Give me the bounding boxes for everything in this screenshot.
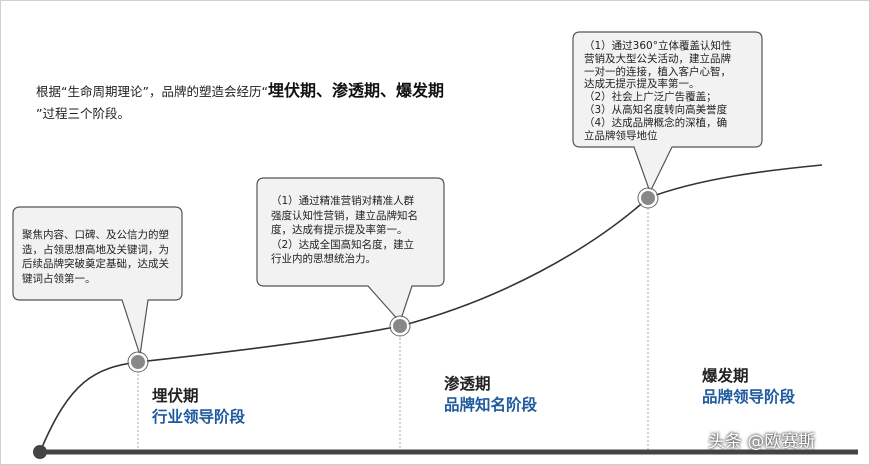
stage-node-2-ring — [389, 315, 411, 337]
intro-highlight: 埋伏期、渗透期、爆发期 — [267, 81, 444, 100]
stage-label-2: 渗透期 品牌知名阶段 — [444, 374, 537, 416]
intro-text-lead: 根据“生命周期理论”，品牌的塑造会经历“ — [36, 84, 268, 99]
callout-line: 键词占领第一。 — [22, 272, 96, 285]
callout-line: 聚焦内容、口碑、及公信力的塑 — [22, 229, 169, 241]
stage-label-1: 埋伏期 行业领导阶段 — [152, 386, 245, 428]
callout-line: 造，占领思想高地及关键词，为 — [22, 243, 169, 256]
stage-node-3-ring — [637, 187, 659, 209]
stage-name: 埋伏期 — [152, 387, 199, 405]
callout-line: 一对一的连接，植入客户心智， — [584, 65, 731, 78]
callout-line: 营销及大型公关活动，建立品牌 — [584, 52, 731, 65]
stage-label-3: 爆发期 品牌领导阶段 — [702, 366, 795, 408]
callout-line: （3）从高知名度转向高美誉度 — [584, 103, 728, 116]
callout-text-2: （1）通过精准营销对精准人群 强度认知性营销，建立品牌知名 度，达成有提示提及率… — [271, 194, 443, 267]
callout-line: （2）社会上广泛广告覆盖； — [584, 91, 717, 104]
callout-bubble-1 — [12, 206, 183, 356]
callout-line: 达成无提示提及率第一。 — [584, 78, 700, 91]
intro-text: 根据“生命周期理论”，品牌的塑造会经历“埋伏期、渗透期、爆发期 ”过程三个阶段。 — [36, 80, 506, 125]
stage-node-1-ring — [127, 351, 149, 373]
callout-line: （1）通过360°立体覆盖认知性 — [584, 40, 732, 52]
stage-node-3 — [639, 189, 657, 207]
callout-line: （1）通过精准营销对精准人群 — [271, 195, 415, 207]
stage-name: 爆发期 — [702, 367, 749, 385]
callout-line: 立品牌领导地位 — [584, 129, 658, 142]
stage-node-2 — [391, 317, 409, 335]
callout-bubble-3 — [572, 31, 763, 194]
stage-subtitle: 品牌领导阶段 — [702, 388, 796, 406]
watermark: 头条 @欧赛斯 — [708, 432, 816, 452]
origin-dot — [33, 445, 47, 459]
stage-node-1 — [129, 353, 147, 371]
callout-text-3: （1）通过360°立体覆盖认知性 营销及大型公关活动，建立品牌 一对一的连接，植… — [584, 40, 762, 142]
callout-line: 行业内的思想统治力。 — [271, 253, 376, 265]
callout-line: 强度认知性营销，建立品牌知名 — [271, 209, 418, 222]
callout-line: （2）达成全国高知名度，建立 — [271, 238, 415, 251]
callout-line: （4）达成品牌概念的深植，确 — [584, 116, 728, 129]
callout-line: 度，达成有提示提及率第一。 — [271, 224, 408, 236]
stage-subtitle: 行业领导阶段 — [152, 408, 246, 426]
intro-text-tail: ”过程三个阶段。 — [36, 106, 130, 121]
callout-text-1: 聚焦内容、口碑、及公信力的塑 造，占领思想高地及关键词，为 后续品牌突破奠定基础… — [22, 228, 180, 286]
stage-subtitle: 品牌知名阶段 — [444, 396, 538, 414]
callout-line: 后续品牌突破奠定基础，达成关 — [22, 258, 169, 270]
stage-name: 渗透期 — [444, 375, 491, 393]
callout-bubble-2 — [256, 177, 445, 324]
